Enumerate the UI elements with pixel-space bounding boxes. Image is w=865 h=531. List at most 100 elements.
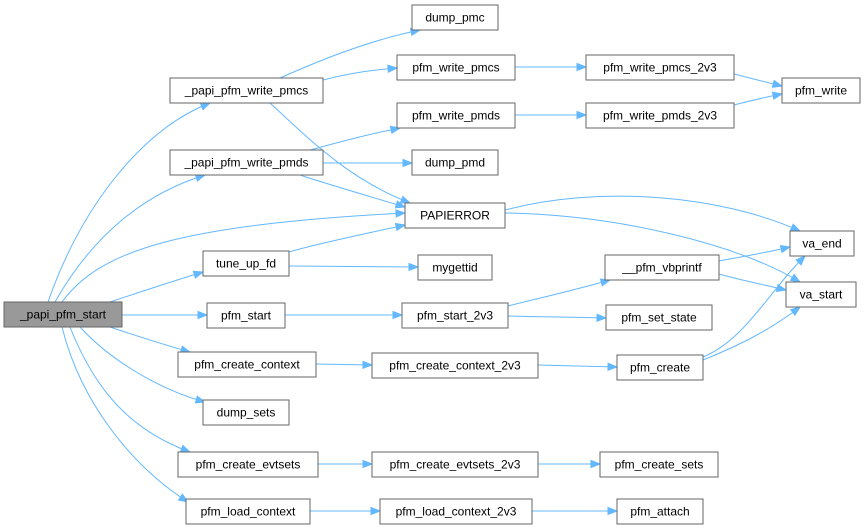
edge-line: [504, 212, 801, 283]
node-pfm-write-pmcs-2v3[interactable]: pfm_write_pmcs_2v3: [585, 54, 735, 81]
node-label: pfm_write_pmds: [412, 109, 500, 123]
node-papi-pfm-write-pmds[interactable]: _papi_pfm_write_pmds: [169, 149, 324, 176]
node-pfm-start-2v3[interactable]: pfm_start_2v3: [401, 302, 509, 329]
edge-arrowhead: [596, 313, 608, 322]
edge-arrowhead: [370, 506, 382, 516]
node-box: [3, 301, 123, 328]
node-label: pfm_create_evtsets_2v3: [390, 458, 521, 472]
node-label: va_end: [802, 237, 841, 251]
edge-line: [288, 265, 419, 268]
edge-arrowhead: [590, 459, 602, 469]
node-label: dump_pmc: [425, 11, 484, 25]
node-pfm-create[interactable]: pfm_create: [616, 354, 704, 381]
edge-papi_pfm_start-to-pfm_create_evtsets: [69, 326, 192, 453]
node-label: _papi_pfm_write_pmds: [183, 156, 308, 170]
node-label: dump_pmd: [425, 156, 485, 170]
edge-pfm_load_context-to-pfm_load_context_2v3: [310, 506, 382, 516]
nodes-layer: _papi_pfm_start _papi_pfm_write_pmcs _papi…: [3, 4, 861, 525]
node-label: tune_up_fd: [216, 257, 276, 271]
node-label: _papi_pfm_write_pmcs: [184, 84, 308, 98]
node-label: pfm_create_context: [194, 358, 300, 372]
edge-line: [61, 326, 189, 503]
node-box: [396, 54, 516, 81]
node-dump-pmd[interactable]: dump_pmd: [411, 149, 499, 176]
node-box: [616, 354, 704, 381]
node-pfm-vbprintf[interactable]: __pfm_vbprintf: [604, 254, 720, 281]
node-pfm-load-context-2v3[interactable]: pfm_load_context_2v3: [379, 498, 533, 525]
node-papi-pfm-write-pmcs[interactable]: _papi_pfm_write_pmcs: [169, 77, 324, 104]
node-pfm-create-evtsets[interactable]: pfm_create_evtsets: [177, 451, 319, 478]
edge-pfm_vbprintf-to-va_end: [718, 245, 792, 262]
edge-arrowhead: [576, 62, 588, 72]
edge-arrowhead: [795, 255, 806, 266]
node-pfm-start[interactable]: pfm_start: [206, 302, 286, 329]
edge-arrowhead: [789, 223, 802, 232]
edge-line: [61, 212, 406, 303]
edge-line: [718, 246, 791, 262]
edge-pfm_create-to-va_end: [702, 255, 806, 358]
node-box: [371, 451, 539, 478]
edge-pfm_start-to-pfm_start_2v3: [285, 310, 404, 320]
node-label: pfm_create_sets: [615, 458, 704, 472]
node-papierror[interactable]: PAPIERROR: [404, 202, 506, 229]
edge-pfm_write_pmcs_2v3-to-pfm_write: [733, 73, 784, 88]
edge-line: [299, 174, 406, 208]
node-box: [177, 351, 317, 378]
node-dump-sets[interactable]: dump_sets: [202, 399, 290, 426]
node-pfm-create-context[interactable]: pfm_create_context: [177, 351, 317, 378]
edge-line: [79, 326, 206, 403]
edge-arrowhead: [179, 444, 192, 453]
edge-arrowhead: [387, 64, 399, 73]
edge-tune_up_fd-to-PAPIERROR: [288, 222, 407, 253]
node-label: pfm_write_pmcs_2v3: [603, 61, 717, 75]
node-box: [371, 352, 539, 379]
edge-pfm_write_pmcs-to-pfm_write_pmcs_2v3: [515, 62, 588, 72]
node-pfm-write-pmds[interactable]: pfm_write_pmds: [396, 102, 516, 129]
node-mygettid[interactable]: mygettid: [417, 254, 493, 281]
edge-line: [718, 273, 787, 291]
edge-arrowhead: [362, 459, 374, 469]
node-dump-pmc[interactable]: dump_pmc: [411, 4, 499, 31]
node-label: va_start: [800, 288, 843, 302]
node-pfm-create-sets[interactable]: pfm_create_sets: [599, 451, 719, 478]
node-box: [177, 451, 319, 478]
node-pfm-load-context[interactable]: pfm_load_context: [185, 498, 311, 525]
edge-line: [507, 315, 607, 319]
node-pfm-write-pmds-2v3[interactable]: pfm_write_pmds_2v3: [585, 102, 735, 129]
node-label: mygettid: [432, 261, 477, 275]
node-pfm-write-pmcs[interactable]: pfm_write_pmcs: [396, 54, 516, 81]
edge-pfm_write_pmds_2v3-to-pfm_write: [733, 91, 784, 106]
node-box: [396, 102, 516, 129]
node-box: [599, 451, 719, 478]
node-label: PAPIERROR: [420, 209, 490, 223]
node-box: [169, 77, 324, 104]
node-box: [411, 4, 499, 31]
edge-PAPIERROR-to-va_end: [504, 195, 802, 232]
node-box: [781, 77, 861, 104]
node-box: [585, 54, 735, 81]
node-pfm-set-state[interactable]: pfm_set_state: [605, 304, 713, 331]
edge-papi_pfm_write_pmds-to-pfm_write_pmds: [309, 125, 402, 151]
node-papi-pfm-start[interactable]: _papi_pfm_start: [3, 301, 123, 328]
node-pfm-attach[interactable]: pfm_attach: [616, 498, 704, 525]
edge-line: [702, 306, 801, 361]
node-box: [169, 149, 324, 176]
node-pfm-write[interactable]: pfm_write: [781, 77, 861, 104]
node-box: [604, 254, 720, 281]
node-va-start[interactable]: va_start: [785, 281, 857, 308]
node-label: pfm_load_context: [201, 505, 296, 519]
node-label: pfm_create_context_2v3: [389, 359, 521, 373]
edge-arrowhead: [789, 306, 802, 317]
node-tune-up-fd[interactable]: tune_up_fd: [202, 250, 290, 277]
node-box: [785, 281, 857, 308]
edge-line: [322, 67, 398, 81]
node-box: [417, 254, 493, 281]
node-box: [202, 250, 290, 277]
edge-line: [537, 364, 618, 368]
node-va-end[interactable]: va_end: [789, 230, 855, 257]
node-pfm-create-evtsets-2v3[interactable]: pfm_create_evtsets_2v3: [371, 451, 539, 478]
edge-papi_pfm_write_pmds-to-PAPIERROR: [299, 174, 407, 209]
edge-papi_pfm_start-to-papi_pfm_write_pmds: [54, 173, 207, 303]
node-pfm-create-context-2v3[interactable]: pfm_create_context_2v3: [371, 352, 539, 379]
